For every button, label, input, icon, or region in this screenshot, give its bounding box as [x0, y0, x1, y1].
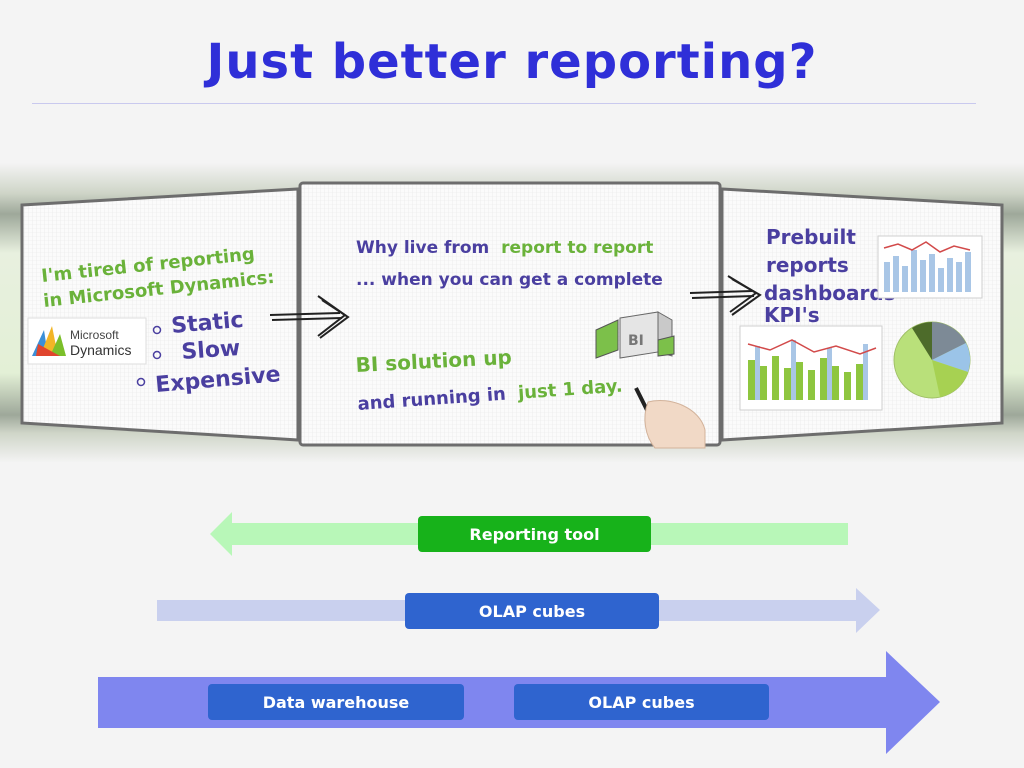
middle-line1-a: Why live from: [356, 238, 489, 258]
olap-cubes-label: OLAP cubes: [405, 593, 659, 629]
sketch-arrow-icon: [269, 295, 350, 339]
data-warehouse-label: Data warehouse: [208, 684, 464, 720]
bi-cube-icon: BI: [595, 311, 675, 359]
logo-line1: Microsoft: [70, 328, 119, 342]
mini-bar-chart-bottom: [739, 325, 883, 411]
bullet-circle: [152, 350, 162, 360]
mini-pie-chart: [893, 321, 971, 399]
bullet-slow: Slow: [181, 336, 241, 365]
olap-cubes-label-2: OLAP cubes: [514, 684, 769, 720]
bullet-circle: [136, 377, 146, 387]
panel-left: [20, 187, 300, 442]
right-line4: KPI's: [764, 303, 820, 327]
mini-bar-chart-top: [877, 235, 983, 299]
logo-line2: Dynamics: [70, 342, 131, 358]
slide-title: Just better reporting?: [206, 34, 818, 90]
reporting-tool-label: Reporting tool: [418, 516, 651, 552]
title-divider: [32, 103, 976, 104]
middle-line1-b: report to report: [501, 238, 653, 258]
right-line1: Prebuilt: [766, 225, 856, 249]
bullet-circle: [152, 325, 162, 335]
middle-line2: ... when you can get a complete: [356, 270, 663, 290]
hand-with-pen-icon: [634, 387, 706, 449]
sketch-arrow-icon: [689, 275, 762, 316]
microsoft-dynamics-logo: Microsoft Dynamics: [27, 317, 147, 365]
right-line2: reports: [766, 253, 849, 277]
middle-line1: Why live from report to report: [356, 238, 653, 258]
cube-label: BI: [628, 333, 644, 349]
right-line3: dashboards: [764, 281, 896, 305]
